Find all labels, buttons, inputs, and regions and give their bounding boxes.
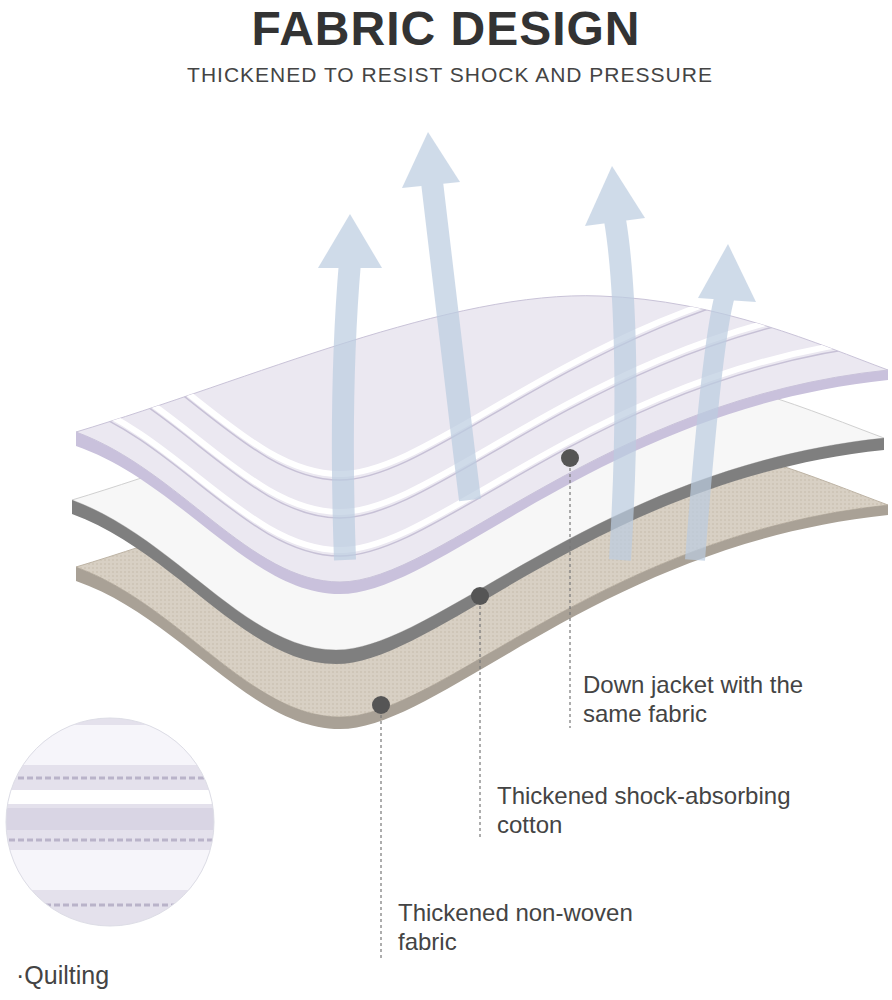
inset-label: ·Quilting bbox=[16, 960, 216, 991]
layer-label: Thickened non-woven fabric bbox=[398, 898, 658, 957]
layer-label: Down jacket with the same fabric bbox=[583, 670, 853, 729]
quilting-inset bbox=[0, 700, 230, 940]
airflow-arrows bbox=[318, 132, 756, 560]
layer-label: Thickened shock-absorbing cotton bbox=[497, 781, 837, 840]
leader-lines bbox=[372, 449, 579, 958]
subtitle: THICKENED TO RESIST SHOCK AND PRESSURE bbox=[4, 62, 892, 88]
title: FABRIC DESIGN bbox=[0, 0, 892, 59]
shell-layer bbox=[76, 262, 888, 594]
